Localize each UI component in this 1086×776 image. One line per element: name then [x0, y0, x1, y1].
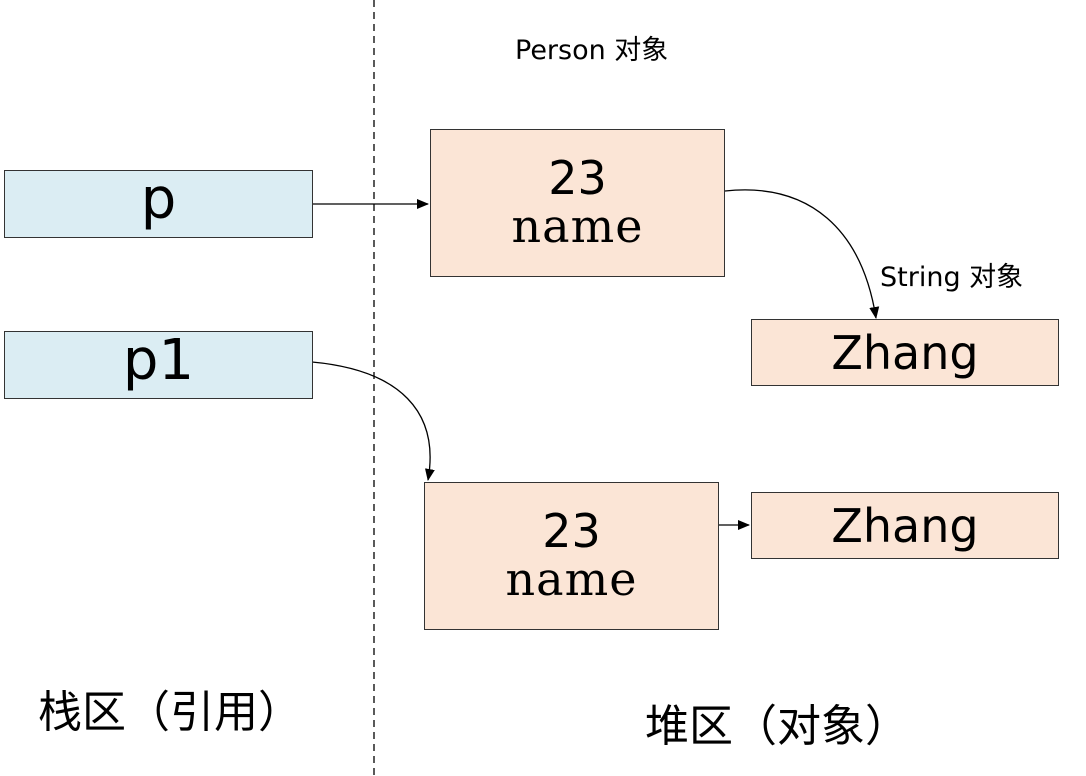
stack-area-label: 栈区（引用）	[38, 687, 302, 738]
reference-p1: p1	[4, 331, 313, 399]
string-object-1: Zhang	[751, 319, 1059, 386]
person-object-label: Person 对象	[515, 35, 669, 66]
reference-p1-label: p1	[122, 328, 195, 393]
string-object-2: Zhang	[751, 492, 1059, 559]
reference-p-label: p	[140, 167, 177, 232]
person-object-1: 23 name	[430, 129, 725, 277]
arrow-person1-to-string1	[724, 189, 880, 319]
string-object-label: String 对象	[880, 262, 1024, 293]
string-2-value: Zhang	[831, 498, 979, 553]
person-1-name-field: name	[511, 198, 644, 253]
person-2-age: 23	[542, 503, 601, 558]
string-1-value: Zhang	[831, 325, 979, 380]
arrow-p1-to-person2	[311, 361, 435, 481]
reference-p: p	[4, 170, 313, 238]
person-2-name-field: name	[505, 551, 638, 606]
person-1-age: 23	[548, 150, 607, 205]
heap-area-label: 堆区（对象）	[645, 701, 909, 752]
person-object-2: 23 name	[424, 482, 719, 630]
